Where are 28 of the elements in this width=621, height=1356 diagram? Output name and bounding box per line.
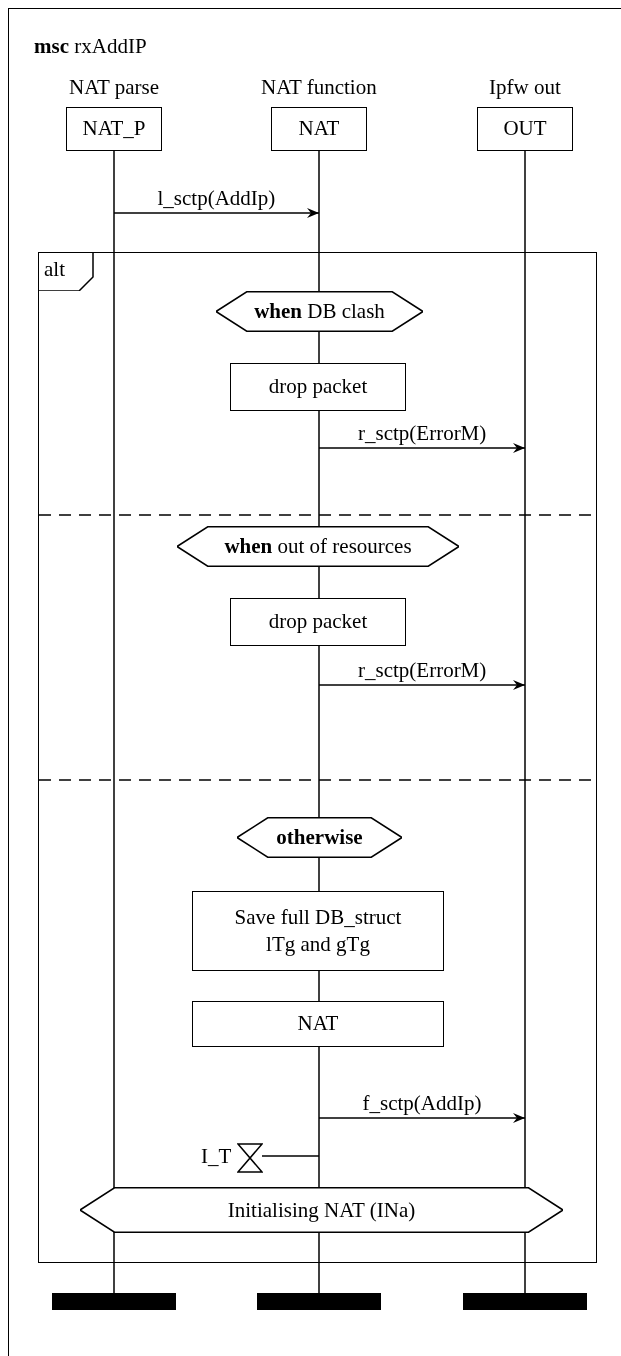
message-arrow	[318, 1113, 526, 1123]
message-label: f_sctp(AddIp)	[362, 1091, 482, 1116]
message-arrow	[318, 680, 526, 690]
condition-hexagon: Initialising NAT (INa)	[80, 1187, 563, 1233]
message-label: r_sctp(ErrorM)	[358, 421, 487, 446]
message-arrow	[113, 208, 320, 218]
instance-box: NAT	[271, 107, 367, 151]
message-label: r_sctp(ErrorM)	[358, 658, 487, 683]
diagram-title: msc rxAddIP	[34, 34, 147, 59]
lifeline-end-bar	[257, 1293, 381, 1310]
lifeline-end-bar	[463, 1293, 587, 1310]
action-box: drop packet	[230, 363, 406, 411]
instance-box: NAT_P	[66, 107, 162, 151]
action-box: drop packet	[230, 598, 406, 646]
instance-name: NAT parse	[69, 75, 159, 100]
lifeline-end-bar	[52, 1293, 176, 1310]
timer-label: I_T	[201, 1144, 232, 1169]
instance-name: NAT function	[261, 75, 377, 100]
instance-box: OUT	[477, 107, 573, 151]
action-box: Save full DB_struct lTg and gTg	[192, 891, 444, 971]
instance-name: Ipfw out	[489, 75, 561, 100]
action-box: NAT	[192, 1001, 444, 1047]
message-arrow	[318, 443, 526, 453]
condition-hexagon: otherwise	[237, 817, 402, 858]
alt-frame	[38, 252, 597, 1263]
condition-hexagon: when out of resources	[177, 526, 459, 567]
message-label: l_sctp(AddIp)	[157, 186, 276, 211]
condition-hexagon: when DB clash	[216, 291, 423, 332]
